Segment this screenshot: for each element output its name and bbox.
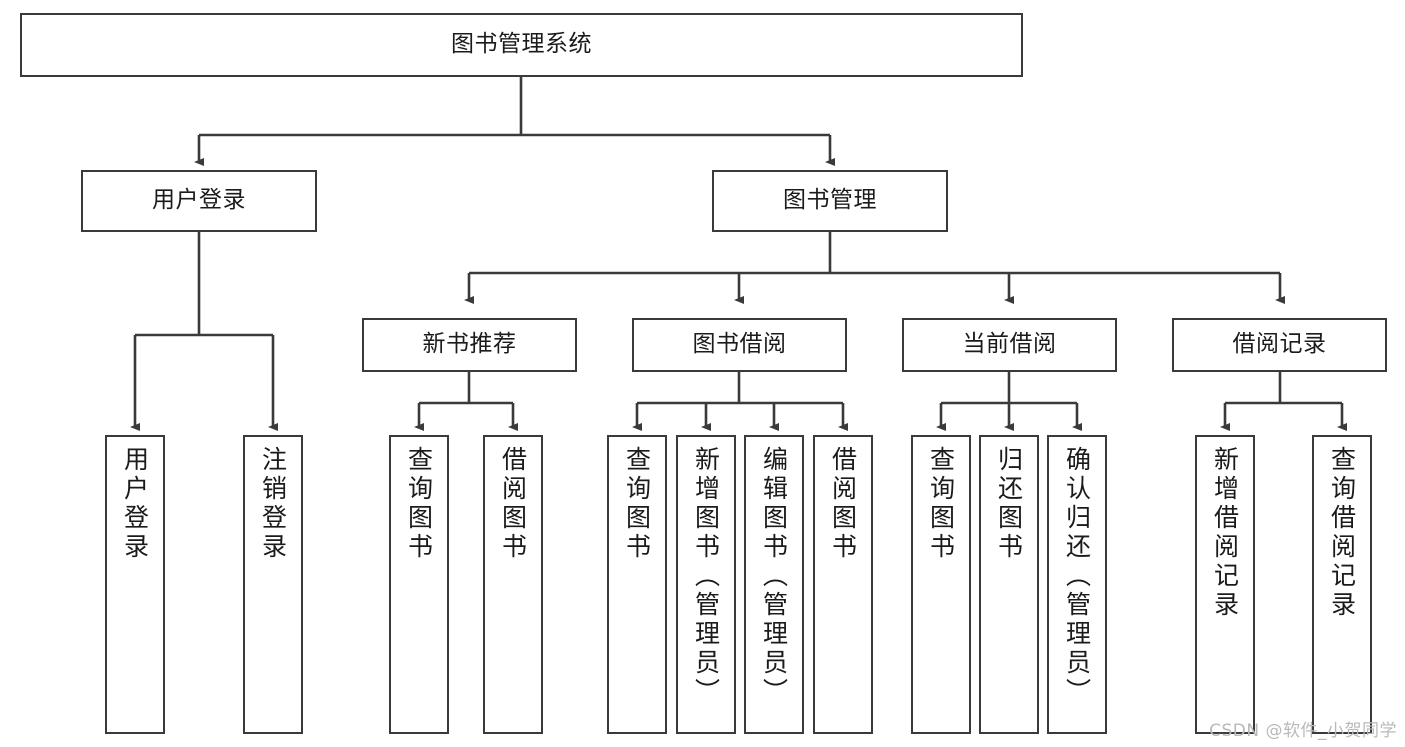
node-user-login-label: 用户登录: [152, 187, 246, 214]
node-book-borrow-label: 图书借阅: [692, 331, 787, 358]
node-user-login[interactable]: 用户登录: [81, 170, 317, 232]
node-leaf-bb-query-label: 查询图书: [622, 446, 652, 562]
node-leaf-rec-query-label: 查询图书: [404, 446, 434, 562]
node-leaf-bb-edit-label: 编辑图书（管理员）: [759, 446, 789, 707]
node-leaf-bb-add[interactable]: 新增图书（管理员）: [676, 435, 736, 734]
node-borrow-record-label: 借阅记录: [1232, 331, 1327, 358]
node-current-borrow-label: 当前借阅: [962, 331, 1057, 358]
node-leaf-logout-label: 注销登录: [258, 446, 288, 562]
node-book-manage[interactable]: 图书管理: [712, 170, 948, 232]
node-leaf-cb-confirm-label: 确认归还（管理员）: [1062, 446, 1092, 707]
node-leaf-bb-query[interactable]: 查询图书: [607, 435, 667, 734]
node-leaf-user-login-label: 用户登录: [120, 446, 150, 562]
node-leaf-br-query-label: 查询借阅记录: [1327, 446, 1357, 620]
node-new-book-rec[interactable]: 新书推荐: [362, 318, 577, 372]
node-leaf-br-add[interactable]: 新增借阅记录: [1195, 435, 1255, 734]
node-book-manage-label: 图书管理: [783, 187, 877, 214]
node-leaf-cb-confirm[interactable]: 确认归还（管理员）: [1047, 435, 1107, 734]
node-leaf-rec-borrow[interactable]: 借阅图书: [483, 435, 543, 734]
node-book-borrow[interactable]: 图书借阅: [632, 318, 847, 372]
node-leaf-br-query[interactable]: 查询借阅记录: [1312, 435, 1372, 734]
node-leaf-logout[interactable]: 注销登录: [243, 435, 303, 734]
node-leaf-rec-query[interactable]: 查询图书: [389, 435, 449, 734]
node-leaf-bb-edit[interactable]: 编辑图书（管理员）: [744, 435, 804, 734]
node-leaf-cb-return-label: 归还图书: [994, 446, 1024, 562]
node-leaf-rec-borrow-label: 借阅图书: [498, 446, 528, 562]
node-leaf-br-add-label: 新增借阅记录: [1210, 446, 1240, 620]
node-leaf-cb-query[interactable]: 查询图书: [911, 435, 971, 734]
node-borrow-record[interactable]: 借阅记录: [1172, 318, 1387, 372]
node-root-label: 图书管理系统: [451, 31, 592, 58]
node-current-borrow[interactable]: 当前借阅: [902, 318, 1117, 372]
node-leaf-bb-borrow[interactable]: 借阅图书: [813, 435, 873, 734]
node-root[interactable]: 图书管理系统: [20, 13, 1023, 77]
node-new-book-rec-label: 新书推荐: [422, 331, 517, 358]
node-leaf-bb-borrow-label: 借阅图书: [828, 446, 858, 562]
node-leaf-user-login[interactable]: 用户登录: [105, 435, 165, 734]
node-leaf-cb-return[interactable]: 归还图书: [979, 435, 1039, 734]
node-leaf-bb-add-label: 新增图书（管理员）: [691, 446, 721, 707]
node-leaf-cb-query-label: 查询图书: [926, 446, 956, 562]
